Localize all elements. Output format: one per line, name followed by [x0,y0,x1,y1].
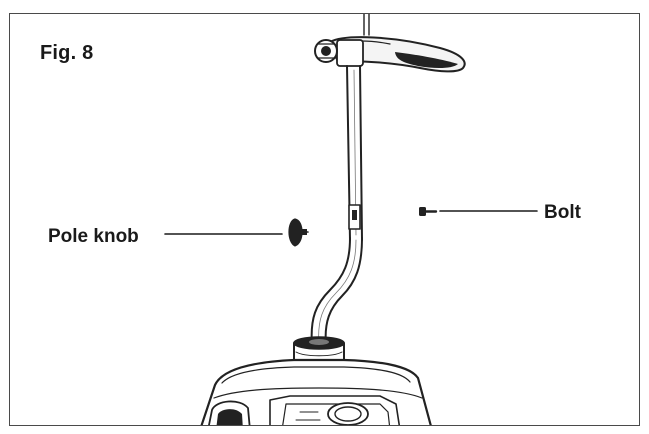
pole-knob-label: Pole knob [48,226,139,247]
figure-title: Fig. 8 [40,42,94,64]
main-pole [346,65,363,241]
upper-pole [363,14,370,36]
top-knob [314,39,338,63]
handle-clamp [329,36,466,73]
pole-knob-part [288,218,309,247]
bolt-part [419,207,438,216]
bolt-label: Bolt [544,202,581,223]
curved-pole [310,237,363,346]
base-housing [200,358,432,425]
